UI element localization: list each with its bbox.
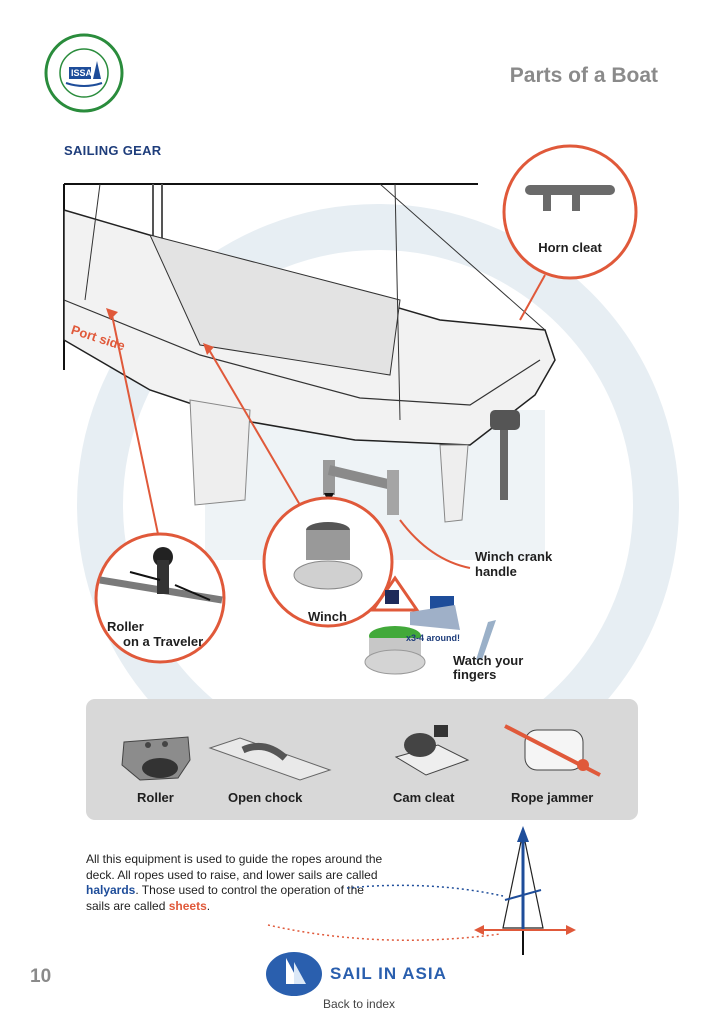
back-to-index-link[interactable]: Back to index <box>323 997 396 1011</box>
page-number: 10 <box>30 966 52 987</box>
term-halyards: halyards <box>86 883 136 897</box>
brand-name: SAIL IN ASIA <box>330 964 447 983</box>
term-sheets: sheets <box>168 898 207 913</box>
issa-logo: ISSA <box>44 33 124 113</box>
label-watch-fingers: Watch your fingers <box>453 653 524 682</box>
issa-logo-icon <box>44 33 124 113</box>
label-winch: Winch <box>308 609 347 624</box>
rope-jammer-icon <box>504 724 601 777</box>
label-horn-cleat: Horn cleat <box>538 240 602 255</box>
label-turns: x3-4 around! <box>406 633 461 643</box>
page-title: Parts of a Boat <box>509 64 658 87</box>
cam-cleat-icon <box>394 725 470 776</box>
roller-icon <box>121 736 191 781</box>
label-winch-crank-handle: Winch crank handle <box>475 549 553 579</box>
label-roller-traveler: Roller on a Traveler <box>107 619 204 649</box>
gear-label-roller: Roller <box>137 790 174 805</box>
gear-label-rope-jammer: Rope jammer <box>511 790 594 805</box>
logo-abbr: ISSA <box>71 68 93 78</box>
sail-in-asia-logo-icon <box>266 952 322 996</box>
section-title: SAILING GEAR <box>64 143 162 158</box>
explanation-text: All this equipment is used to guide the … <box>86 852 383 913</box>
gear-label-cam-cleat: Cam cleat <box>393 790 455 805</box>
open-chock-icon <box>208 737 332 781</box>
gear-label-open-chock: Open chock <box>228 790 303 805</box>
